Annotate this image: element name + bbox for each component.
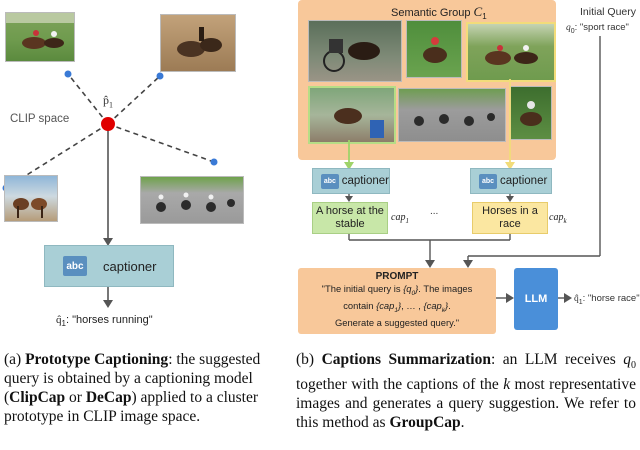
embedding-point: [210, 158, 218, 166]
abc-icon: abc: [63, 256, 87, 276]
caption-box-k: Horses in a race: [472, 202, 548, 234]
photo-carriage: [308, 20, 402, 82]
prompt-box: PROMPT "The initial query is {q0}. The i…: [298, 268, 496, 334]
captioner-label: captioner: [500, 175, 548, 187]
clip-space-label: CLIP space: [10, 113, 70, 125]
photo-jockey: [406, 20, 462, 78]
captioner-label: captioner: [103, 258, 157, 274]
caption-box-1: A horse at the stable: [312, 202, 388, 234]
photo-harness-race-a: [140, 176, 244, 224]
dashed-line-nw: [67, 73, 109, 125]
ellipsis: ...: [430, 206, 439, 217]
prompt-title: PROMPT: [375, 271, 419, 282]
semantic-group-title: Semantic Group C1: [391, 4, 487, 22]
caption-a: (a) Prototype Captioning: the suggested …: [4, 351, 261, 425]
photo-harness-race-b: [398, 88, 506, 142]
prototype-point: [101, 117, 115, 131]
prompt-line-2: contain {cap1}, … , {capk}.: [343, 299, 451, 314]
captioner-box-1: abc captioner: [312, 168, 390, 194]
llm-box: LLM: [514, 268, 558, 330]
captioner-label: captioner: [341, 175, 389, 187]
dashed-line-ne: [107, 75, 161, 125]
output-query-a: q̂1: "horses running": [56, 314, 153, 329]
arrow-head: [103, 300, 113, 308]
photo-horse-race-a: [5, 12, 75, 62]
prototype-label: p̂1: [103, 93, 113, 110]
initial-query-title: Initial Query: [580, 6, 637, 18]
photo-horses-standing: [4, 175, 58, 222]
output-query-b: q̂1: "horse race": [574, 293, 640, 306]
cap-1-label: cap1: [391, 212, 409, 225]
photo-stable: [308, 86, 396, 144]
abc-icon: abc: [321, 173, 339, 189]
photo-horse-mud: [160, 14, 236, 72]
prompt-line-1: "The initial query is {q0}. The images: [321, 283, 473, 297]
dashed-line-se: [107, 123, 215, 163]
prompt-line-3: Generate a suggested query.": [334, 316, 460, 328]
captioner-box-k: abc captioner: [470, 168, 552, 194]
arrow-head: [103, 238, 113, 246]
captioner-box-a: abc captioner: [44, 245, 174, 287]
photo-horse-race-b: [466, 22, 556, 82]
initial-query-value: q0: "sport race": [566, 22, 629, 35]
embedding-point: [64, 70, 72, 78]
cap-k-label: capk: [549, 212, 567, 225]
abc-icon: abc: [479, 173, 497, 189]
caption-b: (b) Captions Summarization: an LLM recei…: [296, 351, 636, 432]
embedding-point: [156, 72, 164, 80]
